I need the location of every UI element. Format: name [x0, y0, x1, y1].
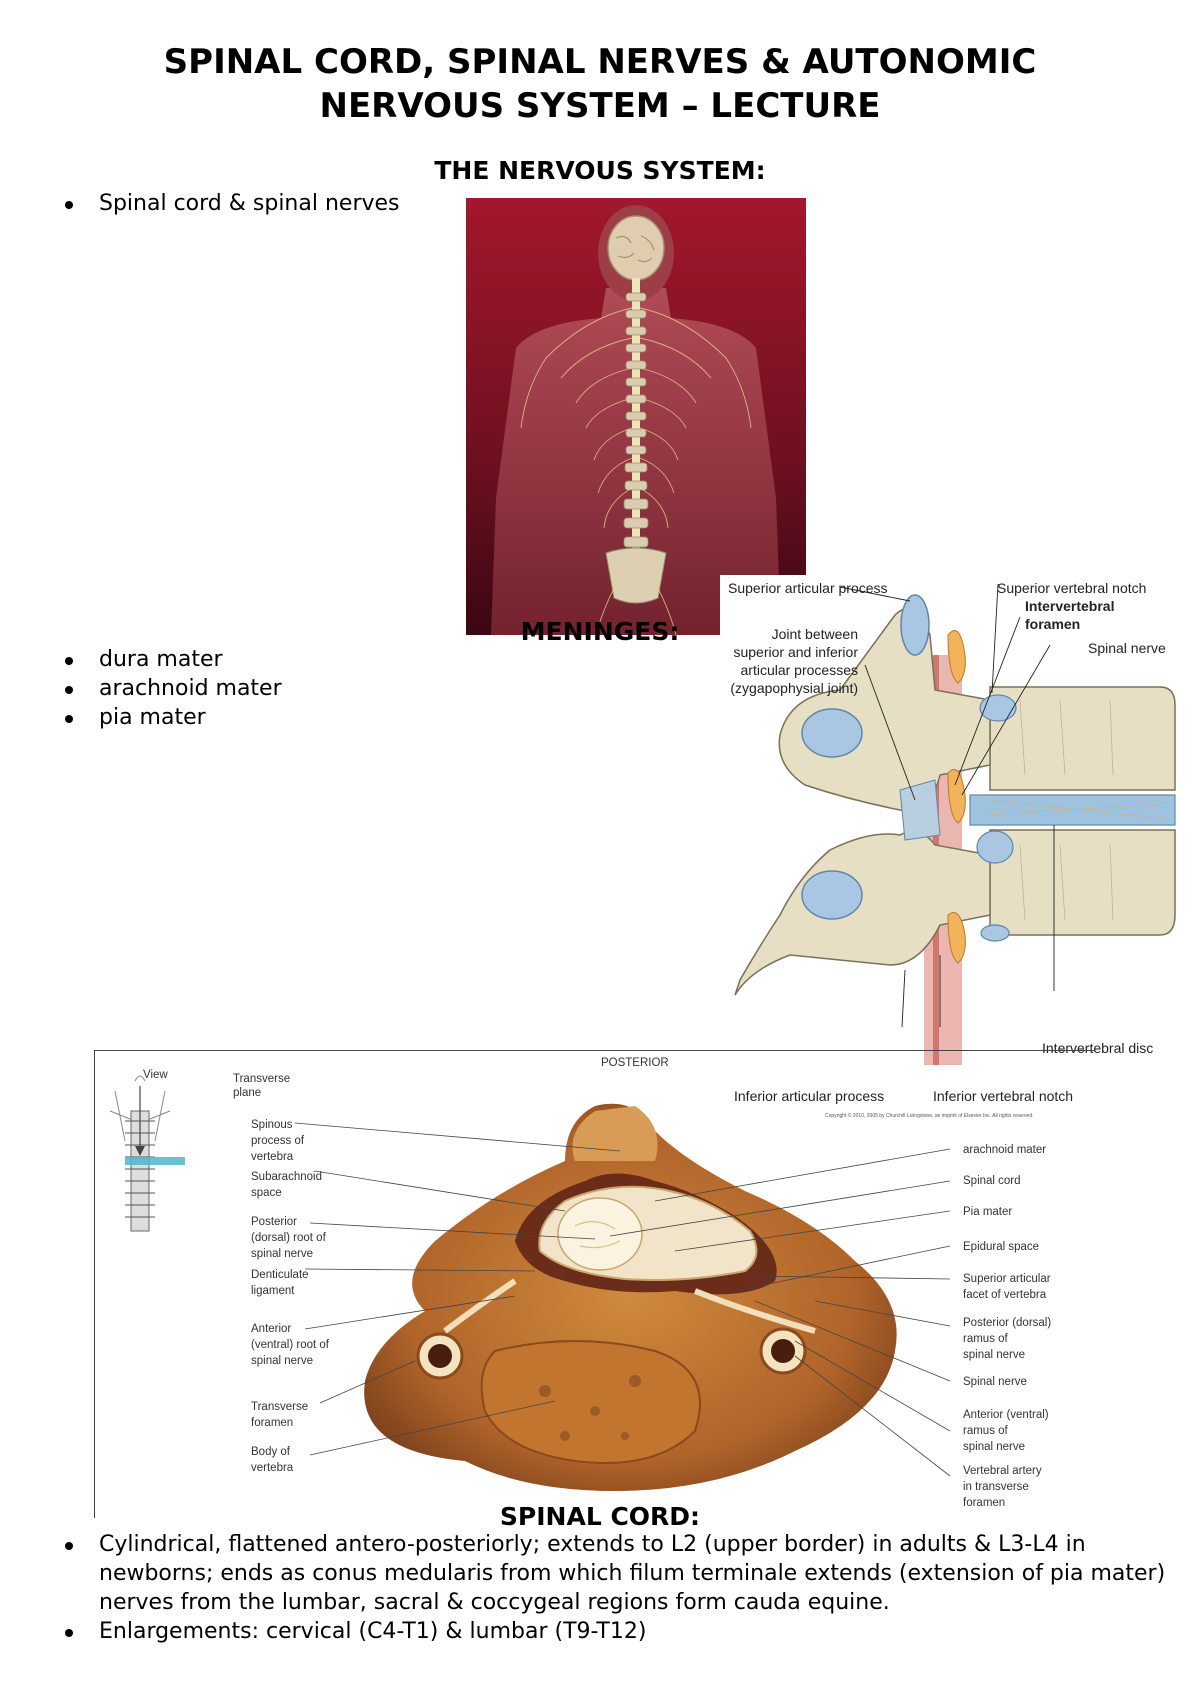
label-epidural-space: Epidural space	[963, 1241, 1039, 1253]
nervous-system-heading: THE NERVOUS SYSTEM:	[434, 156, 766, 185]
label-anterior-root-3: spinal nerve	[251, 1355, 313, 1367]
vertebra-diagram: Superior articular process Superior vert…	[720, 575, 1190, 1125]
label-transverse-foramen-2: foramen	[251, 1417, 293, 1429]
label-anterior-ramus-2: ramus of	[963, 1425, 1009, 1437]
label-vertebral-artery-2: in transverse	[963, 1481, 1029, 1493]
label-transverse-foramen-1: Transverse	[251, 1401, 308, 1413]
cross-section-diagram: POSTERIOR View Transverse plane Spinous …	[94, 1050, 1094, 1518]
label-superior-articular-1: Superior articular	[963, 1273, 1051, 1285]
label-body-1: Body of	[251, 1446, 291, 1458]
label-joint-2: superior and inferior	[733, 644, 858, 660]
label-superior-articular-2: facet of vertebra	[963, 1289, 1047, 1301]
label-posterior-ramus-2: ramus of	[963, 1333, 1009, 1345]
page-title-line-2: NERVOUS SYSTEM – LECTURE	[319, 86, 881, 126]
list-item: pia mater	[62, 703, 282, 732]
label-inferior-articular-process: Inferior articular process	[734, 1088, 884, 1104]
label-intervertebral-foramen-1: Intervertebral	[1025, 598, 1114, 614]
label-posterior-root-2: (dorsal) root of	[251, 1232, 327, 1244]
label-posterior-ramus-1: Posterior (dorsal)	[963, 1317, 1051, 1329]
label-spinous-1: Spinous	[251, 1119, 293, 1131]
label-transverse-2: plane	[233, 1087, 261, 1099]
label-intervertebral-disc: Intervertebral disc	[1042, 1040, 1153, 1056]
nervous-system-image	[466, 198, 806, 635]
label-intervertebral-foramen-2: foramen	[1025, 616, 1080, 632]
label-body-2: vertebra	[251, 1462, 294, 1474]
meninges-heading: MENINGES:	[520, 617, 680, 646]
label-spinal-nerve-2: Spinal nerve	[963, 1376, 1027, 1388]
label-spinous-3: vertebra	[251, 1151, 294, 1163]
label-inferior-vertebral-notch: Inferior vertebral notch	[933, 1088, 1073, 1104]
label-subarachnoid-2: space	[251, 1187, 282, 1199]
label-posterior-root-1: Posterior	[251, 1216, 297, 1228]
label-anterior-root-2: (ventral) root of	[251, 1339, 330, 1351]
nervous-system-list: Spinal cord & spinal nerves	[62, 189, 400, 218]
label-transverse-1: Transverse	[233, 1073, 290, 1085]
label-subarachnoid-1: Subarachnoid	[251, 1171, 322, 1183]
label-denticulate-2: ligament	[251, 1285, 295, 1297]
page-title-line-1: SPINAL CORD, SPINAL NERVES & AUTONOMIC	[163, 42, 1037, 82]
spinal-cord-list: Cylindrical, flattened antero-posteriorl…	[62, 1530, 1172, 1646]
label-vertebral-artery-3: foramen	[963, 1497, 1005, 1509]
label-denticulate-1: Denticulate	[251, 1269, 309, 1281]
label-vertebral-artery-1: Vertebral artery	[963, 1465, 1042, 1477]
label-spinal-nerve: Spinal nerve	[1088, 640, 1166, 656]
label-anterior-ramus-3: spinal nerve	[963, 1441, 1025, 1453]
label-superior-vertebral-notch: Superior vertebral notch	[997, 580, 1146, 596]
list-item: Enlargements: cervical (C4-T1) & lumbar …	[62, 1617, 1172, 1646]
label-view: View	[143, 1069, 168, 1081]
page-title: SPINAL CORD, SPINAL NERVES & AUTONOMIC N…	[0, 40, 1200, 128]
label-anterior-root-1: Anterior	[251, 1323, 291, 1335]
meninges-list: dura mater arachnoid mater pia mater	[62, 645, 282, 732]
label-spinous-2: process of	[251, 1135, 305, 1147]
label-joint-3: articular processes	[741, 662, 859, 678]
label-posterior-ramus-3: spinal nerve	[963, 1349, 1025, 1361]
label-pia-mater: Pia mater	[963, 1206, 1012, 1218]
label-posterior: POSTERIOR	[601, 1057, 669, 1069]
list-item: dura mater	[62, 645, 282, 674]
copyright-note: Copyright © 2010, 2005 by Churchill Livi…	[825, 1112, 1034, 1119]
list-item: arachnoid mater	[62, 674, 282, 703]
label-joint-4: (zygapophysial joint)	[730, 680, 858, 696]
label-spinal-cord: Spinal cord	[963, 1175, 1021, 1187]
label-anterior-ramus-1: Anterior (ventral)	[963, 1409, 1049, 1421]
label-superior-articular-process: Superior articular process	[728, 580, 888, 596]
label-joint-1: Joint between	[772, 626, 858, 642]
label-posterior-root-3: spinal nerve	[251, 1248, 313, 1260]
list-item: Cylindrical, flattened antero-posteriorl…	[62, 1530, 1172, 1617]
spinal-cord-heading: SPINAL CORD:	[499, 1502, 701, 1531]
list-item: Spinal cord & spinal nerves	[62, 189, 400, 218]
label-arachnoid-mater: arachnoid mater	[963, 1144, 1046, 1156]
